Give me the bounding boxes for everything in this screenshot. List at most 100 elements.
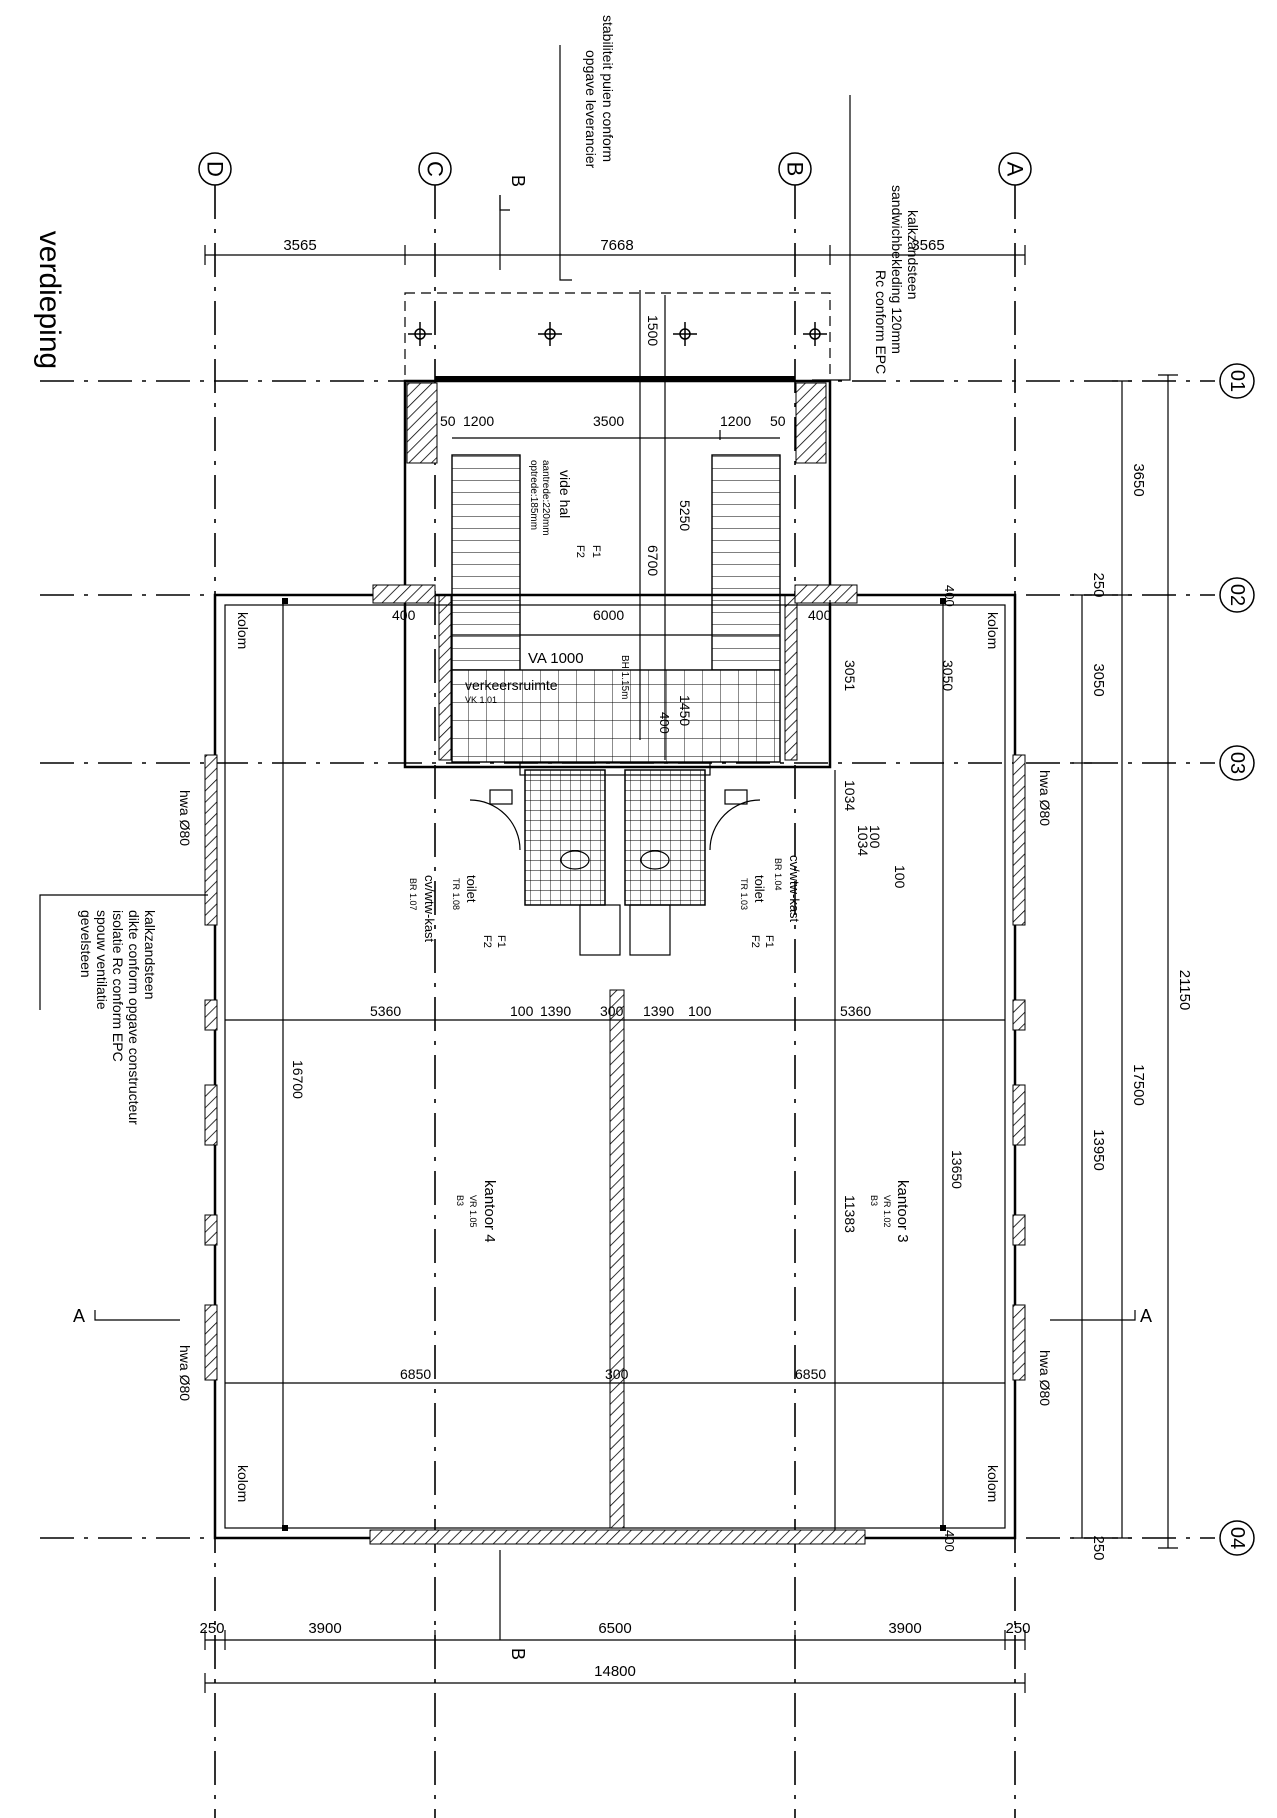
dim-11383: 11383	[842, 1195, 858, 1233]
dim-400a: 400	[392, 607, 416, 623]
dim-right-1: 3650	[1130, 463, 1147, 496]
fire-mark-3: F1	[495, 935, 507, 948]
label-kolom-3: kolom	[235, 1465, 251, 1502]
dim-6850b: 6850	[795, 1366, 826, 1382]
room-tr-left: TR 1.08	[451, 878, 461, 910]
dim-right-5: 250	[1090, 1535, 1107, 1560]
dim-right-total-2: 21150	[1176, 970, 1193, 1011]
room-toilet-left: toilet	[464, 875, 479, 903]
note-stab-1: stabiliteit puien conform	[600, 15, 616, 162]
room-verkeersruimte: verkeersruimte	[465, 677, 558, 693]
label-hwa-3: hwa Ø80	[177, 1345, 193, 1401]
room-b3-4: B3	[455, 1195, 465, 1206]
fire-mark-6: F2	[749, 935, 761, 948]
annotations: stabiliteit puien conform opgave leveran…	[78, 15, 1053, 1502]
dim-1390a: 1390	[540, 1003, 571, 1019]
grid-bubbles-numbers: 01 02 03 04	[1219, 363, 1255, 1556]
drawing-title: verdieping	[33, 231, 66, 369]
section-mark-B-top: B	[508, 175, 528, 187]
dim-bottom-4: 3900	[888, 1620, 921, 1637]
label-hwa-4: hwa Ø80	[1037, 1350, 1053, 1406]
section-marks: B B A A	[73, 175, 1152, 1660]
room-kast-left: cv/wtw-kast	[422, 875, 437, 943]
note-wall-3: isolatie Rc conform EPC	[110, 910, 126, 1062]
dim-1200a: 1200	[463, 413, 494, 429]
dim-right-2: 250	[1090, 572, 1107, 597]
dim-1200b: 1200	[720, 413, 751, 429]
note-stab-2: opgave leverancier	[583, 50, 599, 169]
dim-top-1: 3565	[283, 237, 316, 254]
grid-bubble-03: 03	[1226, 752, 1248, 774]
section-mark-B-bottom: B	[508, 1648, 528, 1660]
grid-bubble-D: D	[203, 161, 228, 177]
fire-mark-5: F1	[763, 935, 775, 948]
fire-mark-1: F1	[590, 545, 602, 558]
room-tr-right: TR 1.03	[739, 878, 749, 910]
bottom-dimension-chain: 250 3900 6500 3900 250 14800	[199, 1620, 1031, 1693]
dim-1034b: 1034	[855, 825, 871, 856]
dim-3050: 3050	[940, 660, 956, 691]
dim-top-2: 7668	[600, 237, 633, 254]
note-wall-2: dikte conform opgave constructeur	[126, 910, 142, 1125]
dim-1500: 1500	[645, 315, 661, 346]
dim-400e: 400	[942, 1530, 957, 1552]
room-optrede: optrede:185mm	[528, 460, 539, 530]
grid-bubble-04: 04	[1226, 1527, 1248, 1549]
room-vk: VK 1.01	[465, 695, 497, 705]
dim-right-3: 3050	[1090, 663, 1107, 696]
note-wall-4: spouw ventilatie	[94, 910, 110, 1010]
dim-bottom-3: 6500	[598, 1620, 631, 1637]
room-kantoor-4: kantoor 4	[481, 1180, 498, 1243]
label-kolom-2: kolom	[985, 612, 1001, 649]
grid-bubble-01: 01	[1226, 370, 1248, 392]
dim-1450: 1450	[677, 695, 693, 726]
note-kzs-2: sandwichbekleding 120mm	[889, 185, 905, 354]
dim-bh: BH 1.15m	[619, 655, 630, 699]
grid-bubble-02: 02	[1226, 584, 1248, 606]
dim-1390b: 1390	[643, 1003, 674, 1019]
note-wall-1: kalkzandsteen	[142, 910, 158, 1000]
dim-16700: 16700	[290, 1060, 306, 1099]
stair-tower	[403, 290, 832, 769]
section-mark-A-right: A	[1140, 1306, 1152, 1326]
dim-bottom-5: 250	[1005, 1620, 1030, 1637]
top-dimension-chain: 3565 7668 3565	[204, 237, 1026, 265]
dim-3500: 3500	[593, 413, 624, 429]
dim-400c: 400	[657, 712, 672, 734]
room-vide-hal: vide hal	[557, 470, 573, 518]
room-aantrede: aantrede:220mm	[540, 460, 551, 536]
room-vr-3: VR 1.02	[882, 1195, 892, 1228]
grid-bubble-B: B	[783, 162, 808, 177]
dim-top-3: 3565	[911, 237, 944, 254]
dim-bottom-1: 250	[199, 1620, 224, 1637]
dim-300a: 300	[600, 1003, 624, 1019]
dim-50b: 50	[770, 413, 786, 429]
inner-dimensions: 1500 6700 5250 50 1200 3500 1200 50 400 …	[290, 315, 965, 1552]
room-br-left: BR 1.07	[408, 878, 418, 911]
note-kzs-3: Rc conform EPC	[873, 270, 889, 374]
grid-bubble-C: C	[423, 161, 448, 177]
dim-400b: 400	[808, 607, 832, 623]
dim-right-total-1: 17500	[1130, 1064, 1147, 1106]
room-kantoor-3: kantoor 3	[894, 1180, 911, 1243]
dim-3051: 3051	[842, 660, 858, 691]
dim-5250: 5250	[677, 500, 693, 531]
fire-mark-2: F2	[574, 545, 586, 558]
label-kolom-4: kolom	[985, 1465, 1001, 1502]
dim-5360b: 5360	[840, 1003, 871, 1019]
dim-5360a: 5360	[370, 1003, 401, 1019]
dim-6000: 6000	[593, 607, 624, 623]
dim-6700: 6700	[645, 545, 661, 576]
section-mark-A-left: A	[73, 1306, 85, 1326]
grid-bubble-A: A	[1003, 162, 1028, 177]
right-dimension-chains: 3650 250 3050 13950 250 17500 21150	[1072, 374, 1193, 1561]
label-kolom-1: kolom	[235, 612, 251, 649]
dim-6850a: 6850	[400, 1366, 431, 1382]
dim-100c: 100	[510, 1003, 534, 1019]
dim-bottom-2: 3900	[308, 1620, 341, 1637]
room-kast-right: cv/wtw-kast	[787, 855, 802, 923]
dim-100a: 100	[867, 825, 883, 849]
dim-va: VA 1000	[528, 650, 584, 667]
room-vr-4: VR 1.05	[468, 1195, 478, 1228]
